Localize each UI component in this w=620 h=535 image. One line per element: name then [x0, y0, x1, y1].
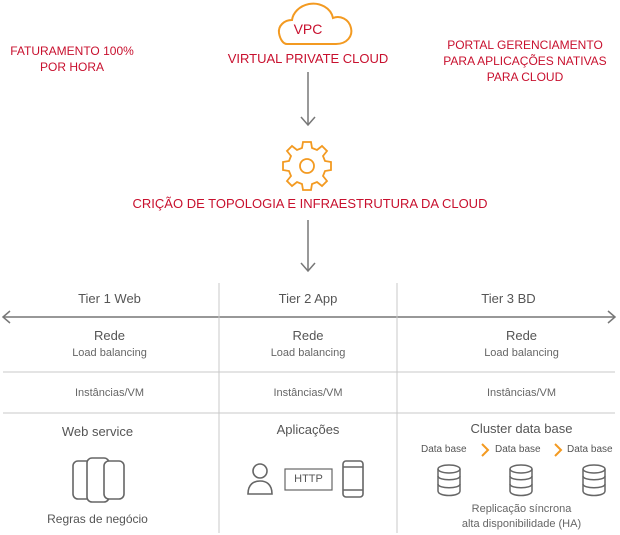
double-arrow	[1, 310, 617, 324]
servers-icon	[72, 457, 125, 503]
mobile-phone-icon	[342, 460, 364, 498]
tier-1-instances: Instâncias/VM	[74, 387, 145, 399]
portal-note: PORTAL GERENCIAMENTO PARA APLICAÇÕES NAT…	[443, 38, 607, 84]
tier-1-service: Web service	[61, 424, 134, 439]
tier-2-rede: Rede	[292, 328, 324, 343]
tier-3-service: Cluster data base	[470, 421, 573, 436]
tier-3-instances: Instâncias/VM	[486, 387, 557, 399]
vpc-caption: VIRTUAL PRIVATE CLOUD	[227, 51, 389, 66]
database-icon	[437, 464, 461, 497]
user-icon	[247, 463, 273, 495]
db-label-3: Data base	[567, 444, 613, 455]
billing-note: FATURAMENTO 100% POR HORA	[10, 44, 134, 74]
tier-1-load: Load balancing	[72, 347, 147, 359]
chevron-right-icon	[481, 443, 563, 457]
column-dividers	[218, 283, 398, 533]
cloud-icon	[277, 2, 353, 45]
tier-3-footer: Replicação síncrona alta disponibilidade…	[461, 503, 582, 530]
db-label-1: Data base	[421, 444, 467, 455]
database-icon	[509, 464, 533, 497]
arrow-down-icon	[300, 72, 316, 127]
gear-icon	[282, 141, 332, 191]
http-label: HTTP	[294, 473, 323, 485]
tier-2-load: Load balancing	[270, 347, 346, 359]
topology-caption: CRIÇÃO DE TOPOLOGIA E INFRAESTRUTURA DA …	[132, 196, 488, 211]
row-dividers	[3, 371, 615, 414]
arrow-down-icon	[300, 220, 316, 273]
tier-2-title: Tier 2 App	[278, 291, 338, 306]
vpc-label: VPC	[293, 21, 323, 37]
tier-3-load: Load balancing	[484, 347, 559, 359]
tier-1-rede: Rede	[93, 328, 126, 343]
db-label-2: Data base	[495, 444, 541, 455]
tier-2-instances: Instâncias/VM	[273, 387, 343, 399]
http-box	[284, 468, 333, 491]
tier-3-title: Tier 3 BD	[481, 291, 536, 306]
tier-3-rede: Rede	[505, 328, 538, 343]
database-icon	[582, 464, 606, 497]
tier-1-footer: Regras de negócio	[47, 512, 148, 526]
tier-2-service: Aplicações	[276, 422, 340, 437]
tier-1-title: Tier 1 Web	[78, 291, 141, 306]
